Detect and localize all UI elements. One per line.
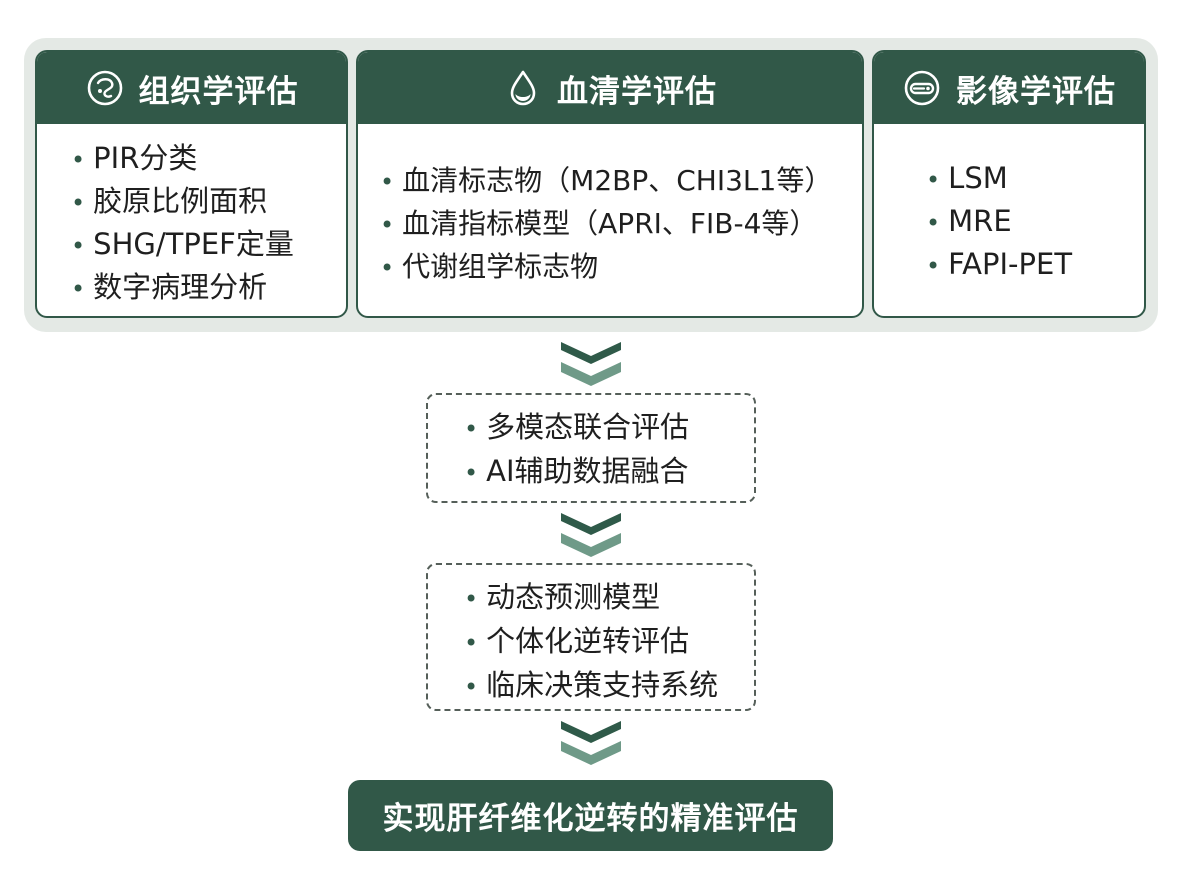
list-item: 数字病理分析 [71, 267, 346, 310]
list-item: 代谢组学标志物 [380, 246, 862, 289]
chevron-down-icon [561, 721, 621, 765]
fusion-item-list: 多模态联合评估 AI辅助数据融合 [464, 406, 754, 494]
serum-card-title: 血清学评估 [557, 73, 717, 110]
histology-card-header: 组织学评估 [37, 52, 346, 124]
chevron-down-icon [561, 342, 621, 386]
list-item: 临床决策支持系统 [464, 664, 754, 708]
prediction-box: 动态预测模型 个体化逆转评估 临床决策支持系统 [426, 563, 756, 711]
imaging-card-title: 影像学评估 [956, 73, 1116, 110]
imaging-scanner-icon [904, 70, 940, 106]
blood-drop-icon [510, 70, 536, 106]
list-item: 动态预测模型 [464, 576, 754, 620]
prediction-item-list: 动态预测模型 个体化逆转评估 临床决策支持系统 [464, 576, 754, 708]
serum-card: 血清学评估 血清标志物（M2BP、CHI3L1等） 血清指标模型（APRI、FI… [356, 50, 864, 318]
imaging-card-header: 影像学评估 [874, 52, 1144, 124]
chevron-down-icon [561, 513, 621, 557]
imaging-item-list: LSM MRE FAPI-PET [926, 158, 1144, 287]
fusion-box: 多模态联合评估 AI辅助数据融合 [426, 393, 756, 503]
list-item: AI辅助数据融合 [464, 450, 754, 494]
serum-item-list: 血清标志物（M2BP、CHI3L1等） 血清指标模型（APRI、FIB-4等） … [380, 160, 862, 289]
list-item: 胶原比例面积 [71, 181, 346, 224]
histology-item-list: PIR分类 胶原比例面积 SHG/TPEF定量 数字病理分析 [71, 138, 346, 310]
list-item: SHG/TPEF定量 [71, 224, 346, 267]
list-item: 血清标志物（M2BP、CHI3L1等） [380, 160, 862, 203]
goal-box: 实现肝纤维化逆转的精准评估 [348, 780, 833, 851]
imaging-card: 影像学评估 LSM MRE FAPI-PET [872, 50, 1146, 318]
imaging-card-body: LSM MRE FAPI-PET [874, 124, 1144, 316]
histology-card-title: 组织学评估 [138, 73, 299, 110]
list-item: MRE [926, 201, 1144, 244]
tissue-icon [87, 70, 122, 106]
histology-card-body: PIR分类 胶原比例面积 SHG/TPEF定量 数字病理分析 [37, 124, 346, 316]
serum-card-body: 血清标志物（M2BP、CHI3L1等） 血清指标模型（APRI、FIB-4等） … [358, 124, 862, 316]
list-item: 血清指标模型（APRI、FIB-4等） [380, 203, 862, 246]
list-item: 多模态联合评估 [464, 406, 754, 450]
serum-card-header: 血清学评估 [358, 52, 862, 124]
list-item: FAPI-PET [926, 244, 1144, 287]
list-item: PIR分类 [71, 138, 346, 181]
histology-card: 组织学评估 PIR分类 胶原比例面积 SHG/TPEF定量 数字病理分析 [35, 50, 348, 318]
list-item: LSM [926, 158, 1144, 201]
goal-label: 实现肝纤维化逆转的精准评估 [382, 801, 799, 837]
list-item: 个体化逆转评估 [464, 620, 754, 664]
